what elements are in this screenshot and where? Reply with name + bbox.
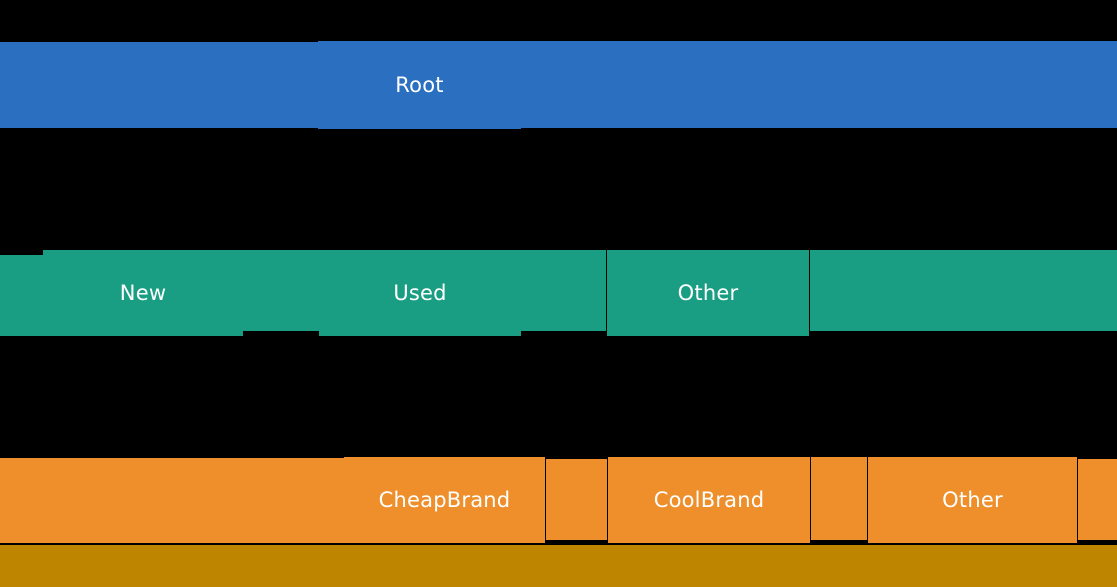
icicle-node-unlabeled-4[interactable]: [811, 457, 867, 540]
icicle-node-unlabeled-0[interactable]: [0, 42, 318, 128]
icicle-node-unlabeled-0[interactable]: [0, 458, 344, 543]
icicle-node-root[interactable]: Root: [318, 41, 521, 129]
icicle-node-unlabeled-4[interactable]: [521, 250, 606, 331]
icicle-node-unlabeled-0[interactable]: [0, 545, 1117, 587]
icicle-node-unlabeled-2[interactable]: [521, 41, 1117, 128]
icicle-node-unlabeled-2[interactable]: [546, 459, 607, 540]
icicle-node-unlabeled-6[interactable]: [810, 250, 1117, 331]
icicle-node-unlabeled-0[interactable]: [0, 255, 43, 336]
icicle-node-unlabeled-6[interactable]: [1078, 459, 1117, 540]
icicle-node-unlabeled-2[interactable]: [243, 250, 319, 331]
